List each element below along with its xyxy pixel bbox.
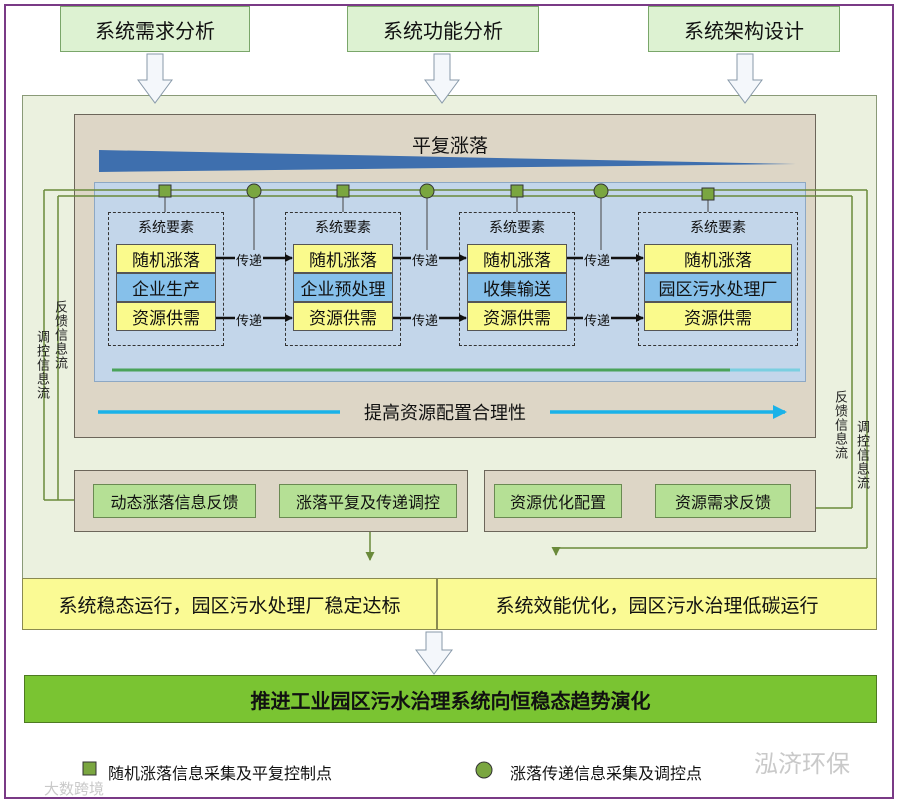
watermark-source: 大数跨境 (44, 780, 105, 798)
element-cell-supply: 资源供需 (293, 302, 393, 331)
feedback-flow-label-right: 反馈信息流 (832, 390, 847, 460)
outcome-stable-operation: 系统稳态运行，园区污水处理厂稳定达标 (22, 578, 437, 630)
element-title: 系统要素 (315, 220, 371, 236)
square-marker (701, 187, 715, 201)
transfer-label: 传递 (235, 250, 264, 269)
element-cell-supply: 资源供需 (644, 302, 792, 331)
legend-square-icon (82, 761, 97, 776)
down-arrow (415, 631, 453, 675)
down-arrow (137, 53, 173, 104)
element-cell-fluctuation: 随机涨落 (467, 244, 567, 273)
architecture-design-box: 系统架构设计 (648, 6, 840, 52)
feedback-flow-label-left: 反馈信息流 (52, 300, 67, 370)
final-goal-bar: 推进工业园区污水治理系统向恒稳态趋势演化 (24, 675, 877, 723)
down-arrow (424, 53, 460, 104)
element-box-collection: 系统要素 (459, 212, 575, 346)
square-marker (510, 184, 524, 198)
element-title: 系统要素 (690, 220, 746, 236)
outcome-efficiency-optimization: 系统效能优化，园区污水治理低碳运行 (437, 578, 877, 630)
legend-square-label: 随机涨落信息采集及平复控制点 (108, 764, 333, 783)
transfer-label: 传递 (411, 250, 440, 269)
circle-marker (419, 183, 435, 199)
square-marker (158, 184, 172, 198)
improve-allocation-label: 提高资源配置合理性 (340, 399, 550, 425)
smoothing-title: 平复涨落 (411, 134, 488, 157)
dynamic-feedback-box: 动态涨落信息反馈 (93, 484, 256, 518)
transfer-label: 传递 (411, 310, 440, 329)
requirements-analysis-box: 系统需求分析 (60, 6, 250, 52)
element-cell-supply: 资源供需 (467, 302, 567, 331)
element-cell-fluctuation: 随机涨落 (644, 244, 792, 273)
element-cell-treatment-plant: 园区污水处理厂 (644, 273, 792, 302)
element-title: 系统要素 (489, 220, 545, 236)
resource-optimization-box: 资源优化配置 (494, 484, 622, 518)
element-title: 系统要素 (138, 220, 194, 236)
element-cell-supply: 资源供需 (116, 302, 216, 331)
circle-marker (246, 183, 262, 199)
smoothing-control-box: 涨落平复及传递调控 (279, 484, 457, 518)
transfer-label: 传递 (583, 250, 612, 269)
resource-demand-feedback-box: 资源需求反馈 (655, 484, 791, 518)
transfer-label: 传递 (583, 310, 612, 329)
element-cell-collection: 收集输送 (467, 273, 567, 302)
control-flow-label-left: 调控信息流 (34, 330, 49, 400)
element-box-production: 系统要素 (108, 212, 224, 346)
control-flow-label-right: 调控信息流 (854, 420, 869, 490)
element-cell-pretreatment: 企业预处理 (293, 273, 393, 302)
element-cell-production: 企业生产 (116, 273, 216, 302)
element-cell-fluctuation: 随机涨落 (116, 244, 216, 273)
outer-frame (4, 4, 894, 799)
watermark-brand: 泓济环保 (754, 750, 850, 778)
legend-circle-icon (475, 761, 493, 779)
smoothing-wedge (99, 150, 796, 172)
transfer-label: 传递 (235, 310, 264, 329)
element-cell-fluctuation: 随机涨落 (293, 244, 393, 273)
element-box-treatment-plant: 系统要素 (638, 212, 798, 346)
element-box-pretreatment: 系统要素 (285, 212, 401, 346)
down-arrow (727, 53, 763, 104)
circle-marker (593, 183, 609, 199)
legend-circle-label: 涨落传递信息采集及调控点 (510, 764, 703, 783)
square-marker (336, 184, 350, 198)
function-analysis-box: 系统功能分析 (347, 6, 539, 52)
